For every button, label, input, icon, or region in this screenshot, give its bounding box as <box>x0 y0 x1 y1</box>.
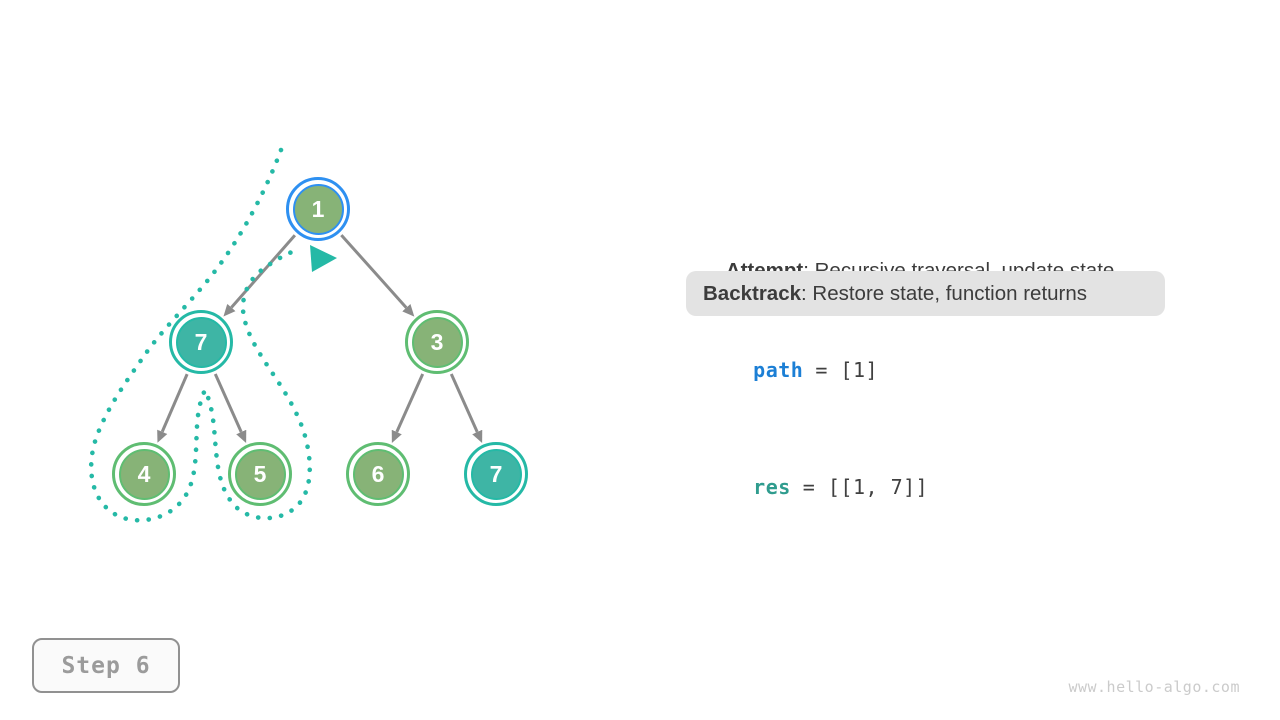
tree-node-7: 7 <box>169 310 233 374</box>
backtrack-label: Backtrack <box>703 281 802 305</box>
tree-nodes: 1 7 3 4 5 6 7 <box>0 0 640 620</box>
tree-node-circle: 7 <box>175 316 227 368</box>
res-state-line: res = [[1, 7]] <box>703 451 928 523</box>
path-state-line: path = [1] <box>703 334 878 406</box>
step-badge: Step 6 <box>32 638 180 693</box>
tree-node-value: 5 <box>253 460 267 487</box>
res-value: = [[1, 7]] <box>802 475 929 499</box>
res-variable: res <box>753 475 791 499</box>
tree-node-6: 6 <box>346 442 410 506</box>
step-label: Step 6 <box>61 652 151 679</box>
tree-node-circle: 7 <box>470 448 522 500</box>
tree-node-circle: 6 <box>352 448 404 500</box>
tree-node-7: 7 <box>464 442 528 506</box>
tree-node-4: 4 <box>112 442 176 506</box>
tree-edge <box>449 373 483 443</box>
tree-node-value: 7 <box>194 328 208 355</box>
tree-graphics <box>88 147 483 523</box>
path-variable: path <box>753 358 804 382</box>
tree-node-1: 1 <box>286 177 350 241</box>
tree-node-value: 6 <box>371 460 385 487</box>
tree-edge <box>223 234 297 317</box>
backtrack-highlight: Backtrack: Restore state, function retur… <box>686 271 1165 316</box>
tree-node-circle: 5 <box>234 448 286 500</box>
tree-node-value: 4 <box>137 460 151 487</box>
tree-node-circle: 3 <box>411 316 463 368</box>
tree-node-value: 1 <box>311 195 325 222</box>
path-value: = [1] <box>815 358 879 382</box>
backtrack-desc: : Restore state, function returns <box>801 281 1088 305</box>
tree-edge <box>157 373 189 443</box>
backtrack-arrowhead-icon <box>310 245 337 272</box>
tree-edges <box>157 234 483 443</box>
tree-edge <box>340 234 415 317</box>
tree-node-circle: 4 <box>118 448 170 500</box>
tree-edge <box>213 373 247 443</box>
tree-edge <box>391 373 425 443</box>
tree-node-value: 3 <box>430 328 444 355</box>
tree-node-3: 3 <box>405 310 469 374</box>
tree-node-value: 7 <box>489 460 503 487</box>
watermark-text: www.hello-algo.com <box>1068 678 1240 696</box>
tree-node-circle: 1 <box>292 183 344 235</box>
tree-node-5: 5 <box>228 442 292 506</box>
